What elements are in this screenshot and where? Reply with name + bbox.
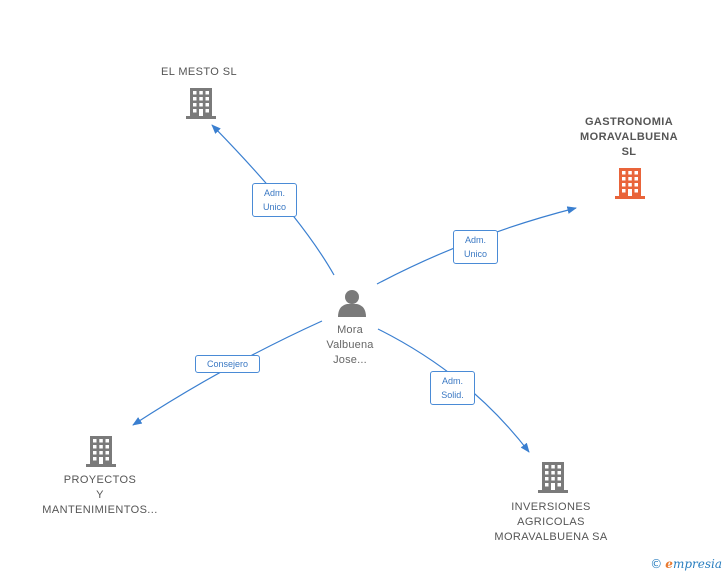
- node-label-gastronomia[interactable]: GASTRONOMIA MORAVALBUENA SL: [566, 115, 692, 160]
- label-line: Valbuena: [326, 339, 374, 351]
- brand-name: mpresia: [672, 557, 722, 571]
- badge-line: Unico: [262, 202, 286, 212]
- building-icon[interactable]: [186, 88, 216, 119]
- building-icon[interactable]: [538, 462, 568, 493]
- building-icon[interactable]: [615, 168, 645, 199]
- copyright-symbol: ©: [650, 557, 663, 571]
- edge-badge-inversiones[interactable]: Adm. Solid.: [430, 371, 475, 405]
- edge-badge-proyectos[interactable]: Consejero: [195, 355, 260, 373]
- edge-badge-el-mesto[interactable]: Adm. Unico: [252, 183, 297, 217]
- label-line: Mora: [337, 324, 363, 336]
- label-line: PROYECTOS: [63, 474, 137, 486]
- label-line: Y: [96, 489, 104, 501]
- label-line: GASTRONOMIA: [584, 116, 674, 128]
- label-line: Jose...: [333, 354, 367, 366]
- label-line: AGRICOLAS: [517, 516, 585, 528]
- badge-line: Adm.: [441, 376, 463, 386]
- label-line: MORAVALBUENA: [580, 131, 678, 143]
- brand-initial: e: [665, 557, 673, 571]
- label-line: MORAVALBUENA SA: [494, 531, 608, 543]
- label-line: EL MESTO SL: [161, 66, 237, 78]
- person-icon[interactable]: [338, 290, 366, 317]
- brand-logo: ©empresia: [650, 557, 722, 571]
- building-icon[interactable]: [86, 436, 116, 467]
- badge-line: Adm.: [464, 235, 486, 245]
- edge-badge-gastronomia[interactable]: Adm. Unico: [453, 230, 498, 264]
- badge-line: Solid.: [441, 390, 464, 400]
- edge-line-proyectos: [132, 320, 323, 426]
- node-label-el-mesto[interactable]: EL MESTO SL: [140, 65, 258, 80]
- node-label-person[interactable]: Mora Valbuena Jose...: [305, 323, 395, 368]
- badge-line: Unico: [463, 249, 487, 259]
- badge-line: Consejero: [206, 359, 249, 369]
- label-line: MANTENIMIENTOS...: [42, 504, 158, 516]
- label-line: SL: [621, 146, 637, 158]
- node-label-proyectos[interactable]: PROYECTOS Y MANTENIMIENTOS...: [30, 473, 170, 518]
- badge-line: Adm.: [263, 188, 285, 198]
- node-label-inversiones[interactable]: INVERSIONES AGRICOLAS MORAVALBUENA SA: [486, 500, 616, 545]
- label-line: INVERSIONES: [511, 501, 591, 513]
